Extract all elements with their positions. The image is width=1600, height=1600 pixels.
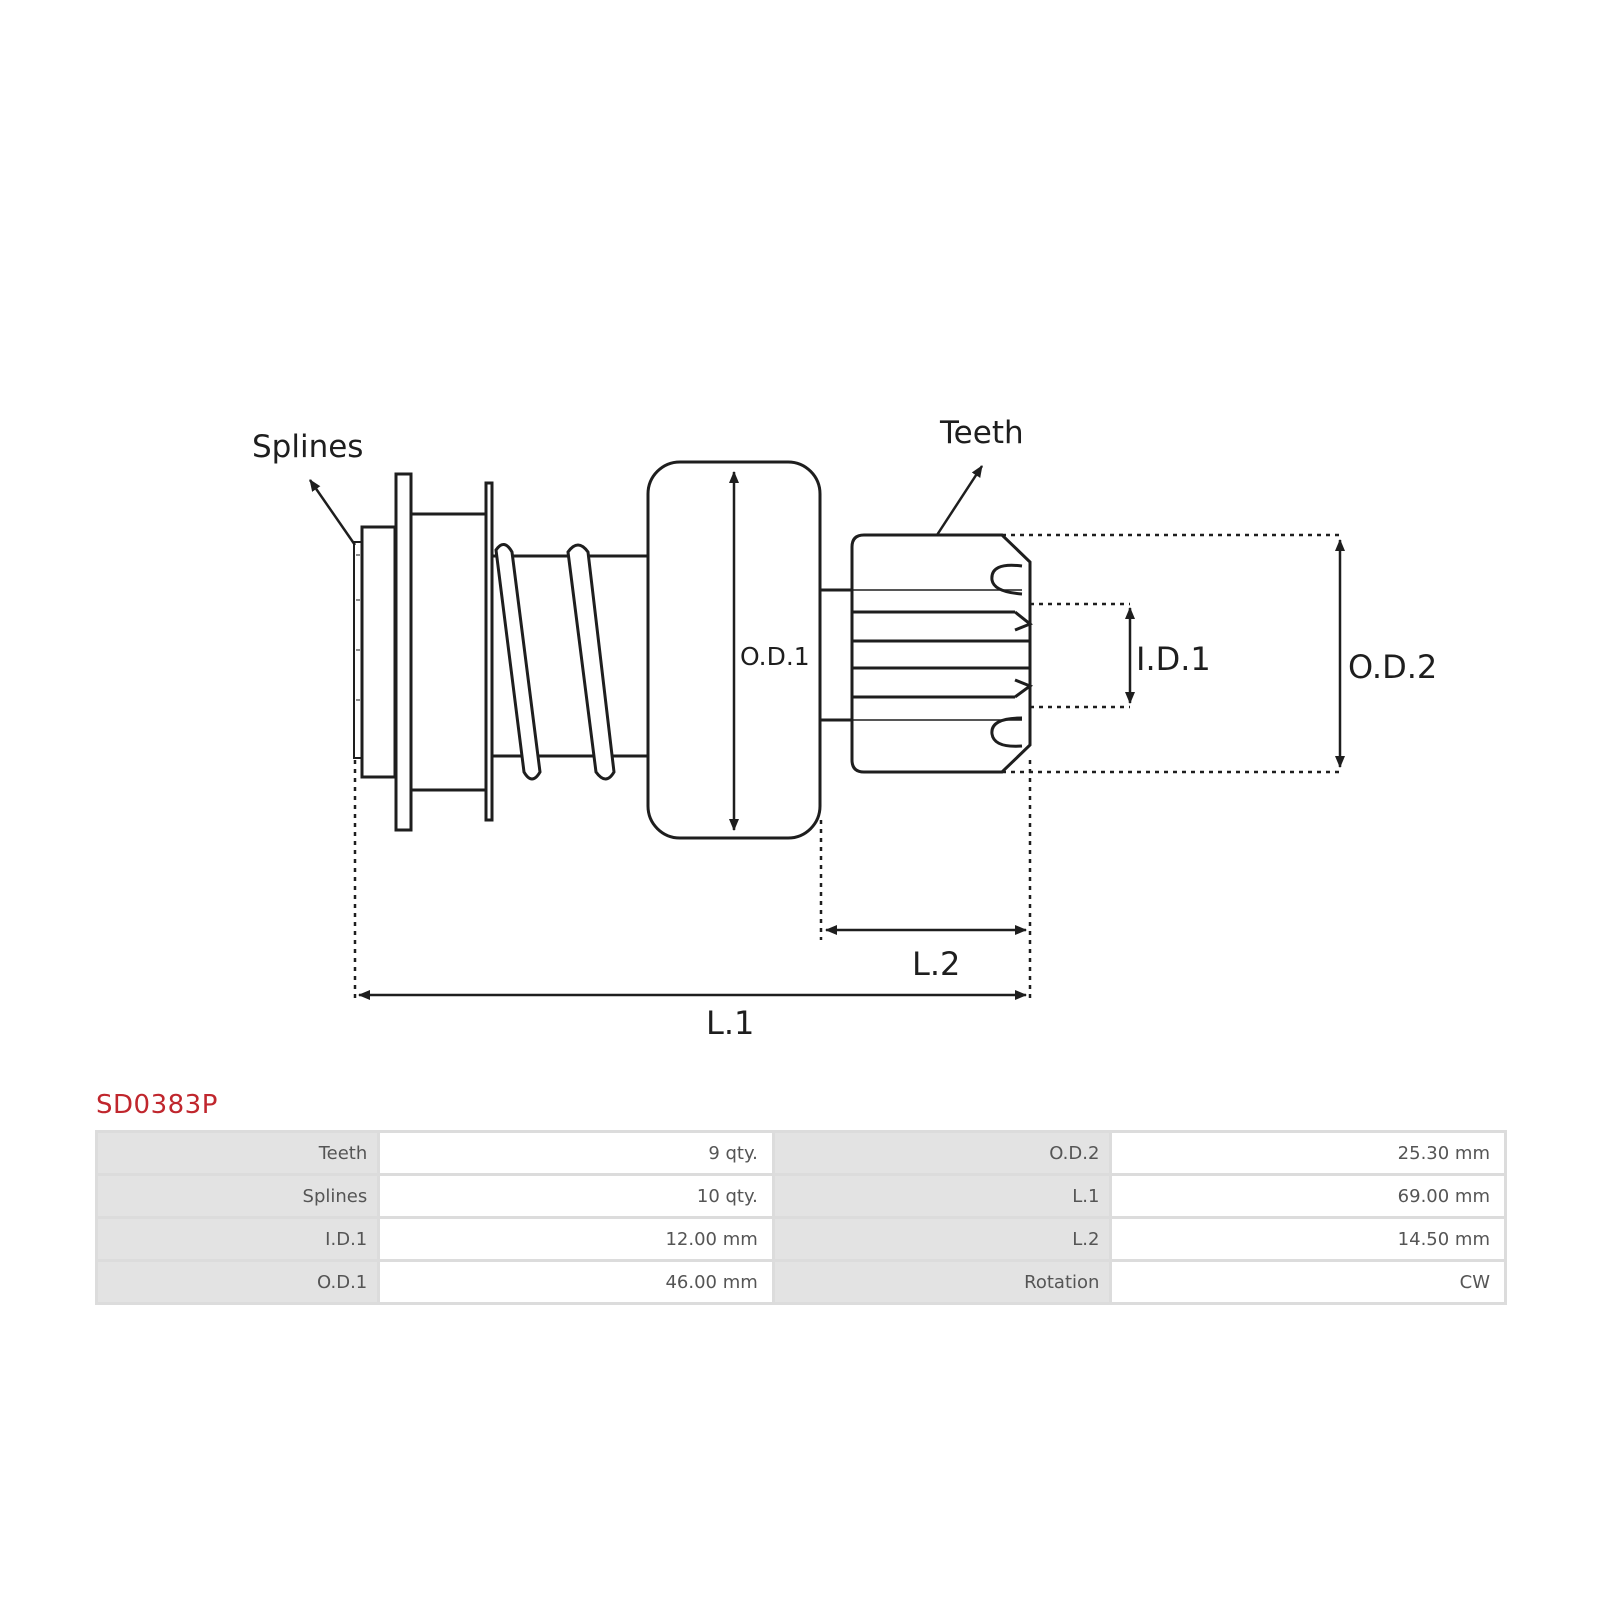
spec-value: 10 qty.: [380, 1176, 772, 1216]
spec-label: O.D.2: [774, 1133, 1110, 1173]
spec-label: L.1: [774, 1176, 1110, 1216]
spec-label: O.D.1: [98, 1262, 378, 1302]
spec-value: 12.00 mm: [380, 1219, 772, 1259]
id1-label: I.D.1: [1136, 640, 1211, 678]
drive-body: [353, 460, 1034, 840]
spec-value: 14.50 mm: [1112, 1219, 1504, 1259]
starter-drive-diagram: Splines Teeth O.D.1 I.D.1 O.D.2 L.2 L.1: [252, 415, 1437, 1042]
spring: [494, 543, 616, 781]
spec-label: Rotation: [774, 1262, 1110, 1302]
spec-table: Teeth 9 qty. O.D.2 25.30 mm Splines 10 q…: [95, 1130, 1507, 1305]
spec-value: 25.30 mm: [1112, 1133, 1504, 1173]
od1-label: O.D.1: [740, 642, 810, 671]
l1-label: L.1: [706, 1004, 754, 1042]
table-row: O.D.1 46.00 mm Rotation CW: [98, 1262, 1504, 1302]
table-row: Splines 10 qty. L.1 69.00 mm: [98, 1176, 1504, 1216]
table-row: Teeth 9 qty. O.D.2 25.30 mm: [98, 1133, 1504, 1173]
spec-value: 9 qty.: [380, 1133, 772, 1173]
table-row: I.D.1 12.00 mm L.2 14.50 mm: [98, 1219, 1504, 1259]
od2-label: O.D.2: [1348, 648, 1437, 686]
spline-end: [353, 525, 397, 779]
collar: [411, 512, 486, 792]
teeth-pointer: [935, 465, 984, 536]
spec-label: Teeth: [98, 1133, 378, 1173]
part-number: SD0383P: [96, 1090, 218, 1120]
splines-label: Splines: [252, 429, 363, 465]
spec-label: Splines: [98, 1176, 378, 1216]
spec-value: 46.00 mm: [380, 1262, 772, 1302]
extension-lines: [353, 533, 1340, 1000]
flange-1: [394, 472, 413, 832]
flange-2: [484, 481, 494, 822]
pinion-gear: [850, 533, 1034, 774]
spec-label: I.D.1: [98, 1219, 378, 1259]
teeth-label: Teeth: [939, 415, 1024, 451]
dimension-arrows: [308, 465, 1345, 1000]
spec-label: L.2: [774, 1219, 1110, 1259]
spec-value: CW: [1112, 1262, 1504, 1302]
splines-pointer: [308, 479, 357, 546]
l2-label: L.2: [912, 945, 960, 983]
spec-value: 69.00 mm: [1112, 1176, 1504, 1216]
pinion-neck: [820, 588, 852, 722]
